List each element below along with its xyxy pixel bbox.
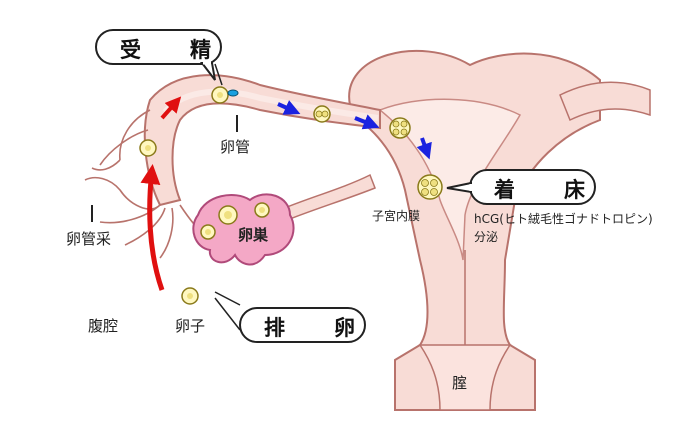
label-implantation: 着 床 (494, 178, 599, 202)
bubble-fertilization (95, 29, 222, 81)
ovulated-egg (181, 287, 199, 305)
blue-arrow-2 (354, 114, 380, 130)
label-vagina: 腟 (452, 374, 468, 392)
label-ovulation: 排 卵 (264, 316, 369, 340)
label-egg: 卵子 (175, 317, 206, 335)
label-ovary: 卵巣 (238, 226, 269, 244)
embryo-4cell (389, 117, 411, 139)
egg-in-tube (139, 139, 157, 157)
label-endometrium: 子宮内膜 (372, 209, 421, 223)
vagina-canal (418, 344, 512, 411)
label-hcg: hCG(ヒト絨毛性ゴナドトロピン) (474, 212, 653, 226)
label-abdominal-cavity: 腹腔 (88, 317, 119, 335)
blue-arrow-1 (277, 100, 301, 115)
label-fimbria: 卵管采 (66, 230, 112, 248)
implanted-embryo (417, 174, 443, 200)
bubble-implantation (446, 169, 596, 205)
uterine-cavity (378, 98, 522, 261)
label-secretion: 分泌 (474, 230, 499, 244)
embryo-2cell (313, 105, 331, 123)
red-arrow-up (140, 164, 165, 291)
label-fallopian-tube: 卵管 (220, 138, 251, 156)
red-arrow-short (160, 96, 182, 120)
fertilized-egg (211, 86, 239, 104)
blue-arrow-3 (416, 137, 432, 160)
label-fertilization: 受 精 (120, 38, 225, 62)
bubble-ovulation (239, 307, 366, 343)
